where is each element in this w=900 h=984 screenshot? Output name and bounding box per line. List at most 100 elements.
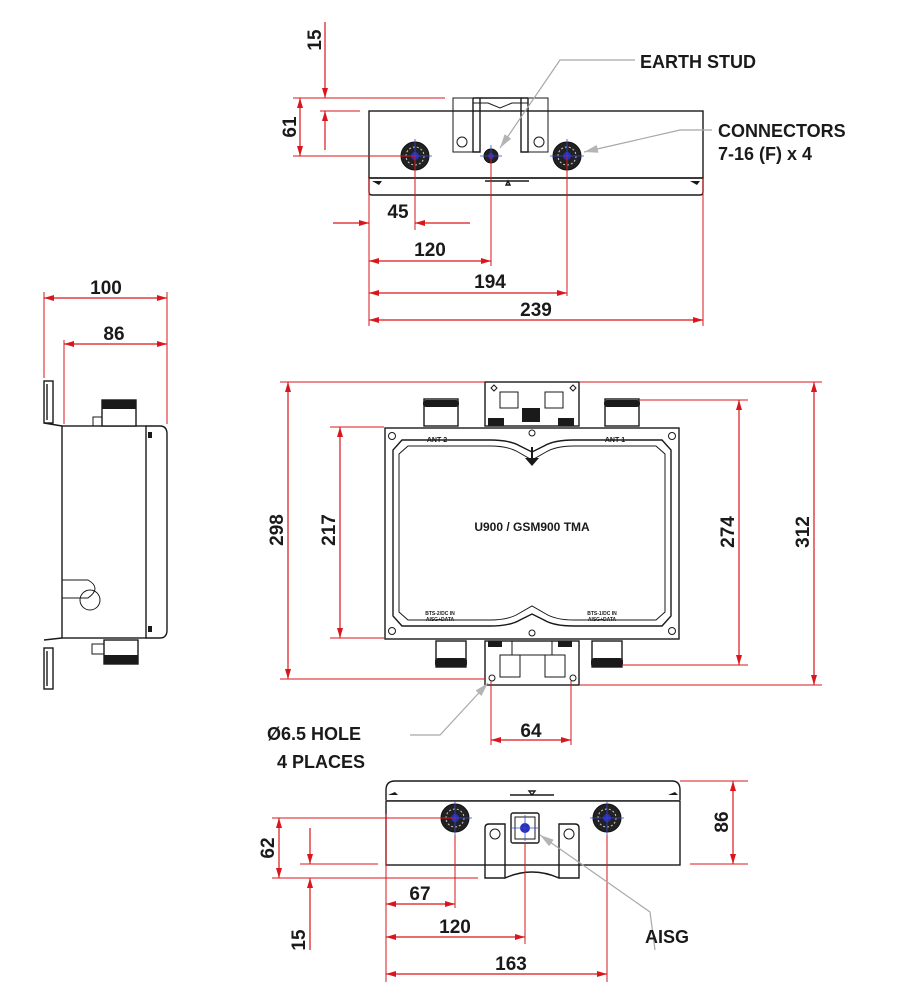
front-view-corner-screw <box>388 627 396 635</box>
port-label-bts2-sub: AISG+DATA <box>426 617 455 623</box>
front-view-bracket-window <box>499 391 519 409</box>
product-label: U900 / GSM900 TMA <box>474 520 590 534</box>
front-view-lid-inner <box>398 445 666 621</box>
port-label-bts2: BTS-2/DC IN <box>425 611 455 617</box>
front-view-bracket-window <box>544 391 564 409</box>
callout-hole-count: 4 PLACES <box>277 752 365 772</box>
dim-front-bracket-hole-spacing: 64 <box>520 721 542 742</box>
leader-connectors <box>583 129 712 153</box>
dim-top-connector-height: 61 <box>280 116 301 138</box>
side-view: 100 86 <box>43 278 168 690</box>
front-view-corner-screw <box>668 432 676 440</box>
dim-front-connector-span: 274 <box>718 516 739 548</box>
dim-bottom-bracket-offset: 15 <box>289 929 310 951</box>
front-view-corner-screw <box>668 627 676 635</box>
bottom-view-flange <box>385 780 681 800</box>
front-view-center-screw <box>528 429 536 437</box>
side-view-body <box>61 425 147 639</box>
front-view-connector-ant1-nut <box>604 400 640 407</box>
front-view-bracket-window <box>499 654 521 678</box>
dim-front-height-with-connectors: 298 <box>267 514 288 546</box>
side-view-bracket-bottom-foot <box>43 637 63 641</box>
side-view-bracket-top-foot <box>43 422 63 427</box>
bottom-view-foot <box>388 792 398 795</box>
side-view-bracket-top <box>43 380 54 424</box>
top-view-bracket-right-plate <box>527 97 549 153</box>
front-view: ANT-2 ANT-1 U900 / GSM900 TMA BTS-2/DC I… <box>267 381 822 772</box>
top-view-flange <box>368 178 704 196</box>
dim-top-earth-stud: 120 <box>414 240 446 261</box>
dim-front-body-height: 217 <box>319 514 340 546</box>
side-view-lid-clip-bottom <box>148 626 152 632</box>
bottom-view-foot <box>510 790 554 797</box>
front-view-bracket-window <box>544 654 566 678</box>
leader-earth-stud <box>499 59 635 149</box>
dim-bottom-depth: 86 <box>712 811 733 832</box>
front-view-bracket-hole <box>569 384 577 392</box>
front-view-bracket-clip <box>488 418 504 426</box>
top-view-foot-mid <box>485 179 529 186</box>
front-view-earth-stud-nut <box>522 408 540 422</box>
side-view-earth-stud <box>92 416 103 427</box>
callout-hole-diameter: Ø6.5 HOLE <box>267 724 361 744</box>
port-label-bts1: BTS-1/DC IN <box>587 611 617 617</box>
bottom-view: 62 15 86 67 120 163 AISG <box>258 780 748 982</box>
top-view-bracket-screw-right <box>533 136 545 148</box>
top-view-body <box>368 110 704 179</box>
front-view-connector-bts2-nut <box>435 658 467 667</box>
callout-earth-stud: EARTH STUD <box>640 52 756 72</box>
top-view-bracket-left-plate <box>452 97 474 153</box>
front-view-connector-ant2-nut <box>423 400 459 407</box>
dim-side-overall-depth: 100 <box>90 278 122 299</box>
callout-aisg: AISG <box>645 927 689 947</box>
dim-bottom-connector-height: 62 <box>258 837 279 858</box>
bottom-view-bracket-screw <box>563 828 575 840</box>
bottom-view-aisg-port <box>510 812 540 844</box>
dim-bottom-second-connector: 163 <box>495 954 527 975</box>
front-view-corner-screw <box>388 432 396 440</box>
side-view-bracket-bottom <box>43 647 54 690</box>
dim-bottom-aisg-port: 120 <box>439 917 471 938</box>
earth-ground-icon <box>525 447 539 466</box>
front-view-bracket-hole <box>488 674 496 682</box>
side-view-aisg-port <box>91 643 105 655</box>
front-view-bracket-clip <box>558 418 574 426</box>
dim-top-second-connector: 194 <box>474 272 506 293</box>
top-view-bracket-screw-left <box>456 136 468 148</box>
dim-top-first-connector: 45 <box>387 202 409 223</box>
side-view-lid <box>146 425 168 639</box>
front-view-bracket-clip <box>488 641 502 647</box>
top-view: 15 61 45 120 194 239 EARTH STUD CONNECTO… <box>280 22 846 326</box>
dim-top-bracket-offset: 15 <box>305 29 326 51</box>
bottom-view-bracket-screw <box>489 828 501 840</box>
front-view-center-screw <box>528 629 536 637</box>
top-view-bracket-notch <box>473 102 528 109</box>
front-view-aisg-connector <box>511 640 553 656</box>
front-view-connector-bts1-nut <box>591 658 623 667</box>
port-label-bts1-sub: AISG+DATA <box>588 617 617 623</box>
bottom-view-bracket <box>484 823 580 879</box>
bottom-view-connector-right <box>590 801 624 835</box>
side-view-connector-bottom-nut <box>104 655 138 664</box>
side-view-connector-top-nut <box>102 400 136 409</box>
dim-bottom-first-connector: 67 <box>409 884 430 905</box>
port-label-ant1: ANT-1 <box>605 437 625 444</box>
side-view-lid-clip-top <box>148 432 152 438</box>
front-view-bracket-hole <box>569 674 577 682</box>
dim-side-body-depth: 86 <box>103 324 124 345</box>
front-view-bracket-clip <box>558 641 572 647</box>
port-label-ant2: ANT-2 <box>427 437 447 444</box>
callout-connectors-spec: 7-16 (F) x 4 <box>718 144 812 164</box>
side-view-mount-tab <box>62 579 96 599</box>
callout-connectors-title: CONNECTORS <box>718 121 846 141</box>
dim-front-overall-height: 312 <box>793 516 814 548</box>
top-view-foot-left <box>372 181 382 185</box>
top-view-foot-right <box>690 181 700 185</box>
dim-top-overall-width: 239 <box>520 300 552 321</box>
bottom-view-foot <box>668 792 678 795</box>
leader-aisg <box>539 834 656 951</box>
front-view-lid-outline <box>392 439 672 627</box>
bottom-view-body <box>385 800 681 866</box>
side-view-mount-hole <box>79 589 101 611</box>
